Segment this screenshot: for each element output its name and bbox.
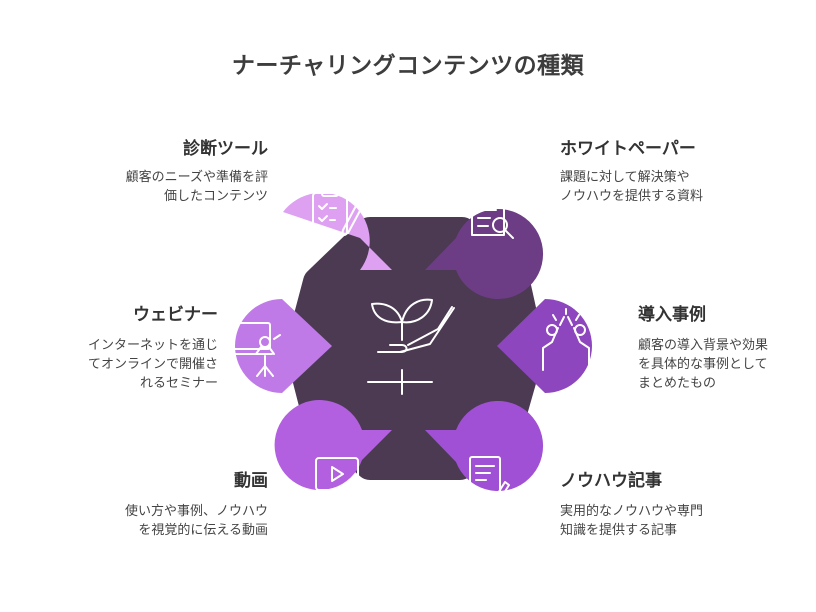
item-description: 顧客の導入背景や効果を具体的な事例としてまとめたもの [638, 338, 769, 391]
sprout-hand-icon [367, 298, 455, 395]
item-heading: 導入事例 [638, 305, 706, 325]
item-heading: 診断ツール [183, 139, 268, 159]
item-heading: ノウハウ記事 [560, 471, 662, 491]
teardrop-whitepaper [425, 208, 544, 299]
page-title: ナーチャリングコンテンツの種類 [231, 53, 585, 79]
item-description: 顧客のニーズや準備を評価したコンテンツ [125, 170, 268, 204]
presenter-icon [231, 322, 281, 377]
item-description: 使い方や事例、ノウハウを視覚的に伝える動画 [124, 504, 268, 538]
article-writing-icon [469, 456, 513, 504]
high-five-icon [542, 308, 590, 371]
video-player-icon [315, 457, 359, 504]
item-heading: ウェビナー [133, 305, 218, 325]
item-heading: ホワイトペーパー [560, 139, 696, 159]
clipboard-pen-icon [312, 188, 363, 236]
teardrop-video [274, 400, 392, 491]
item-description: インターネットを通じてオンラインで開催されるセミナー [87, 338, 218, 391]
item-heading: 動画 [234, 471, 268, 491]
item-description: 課題に対して解決策やノウハウを提供する資料 [560, 170, 704, 204]
document-search-icon [471, 191, 514, 239]
teardrop-diagnostic [283, 192, 392, 270]
teardrop-article [425, 401, 544, 491]
item-description: 実用的なノウハウや専門知識を提供する記事 [560, 504, 704, 538]
